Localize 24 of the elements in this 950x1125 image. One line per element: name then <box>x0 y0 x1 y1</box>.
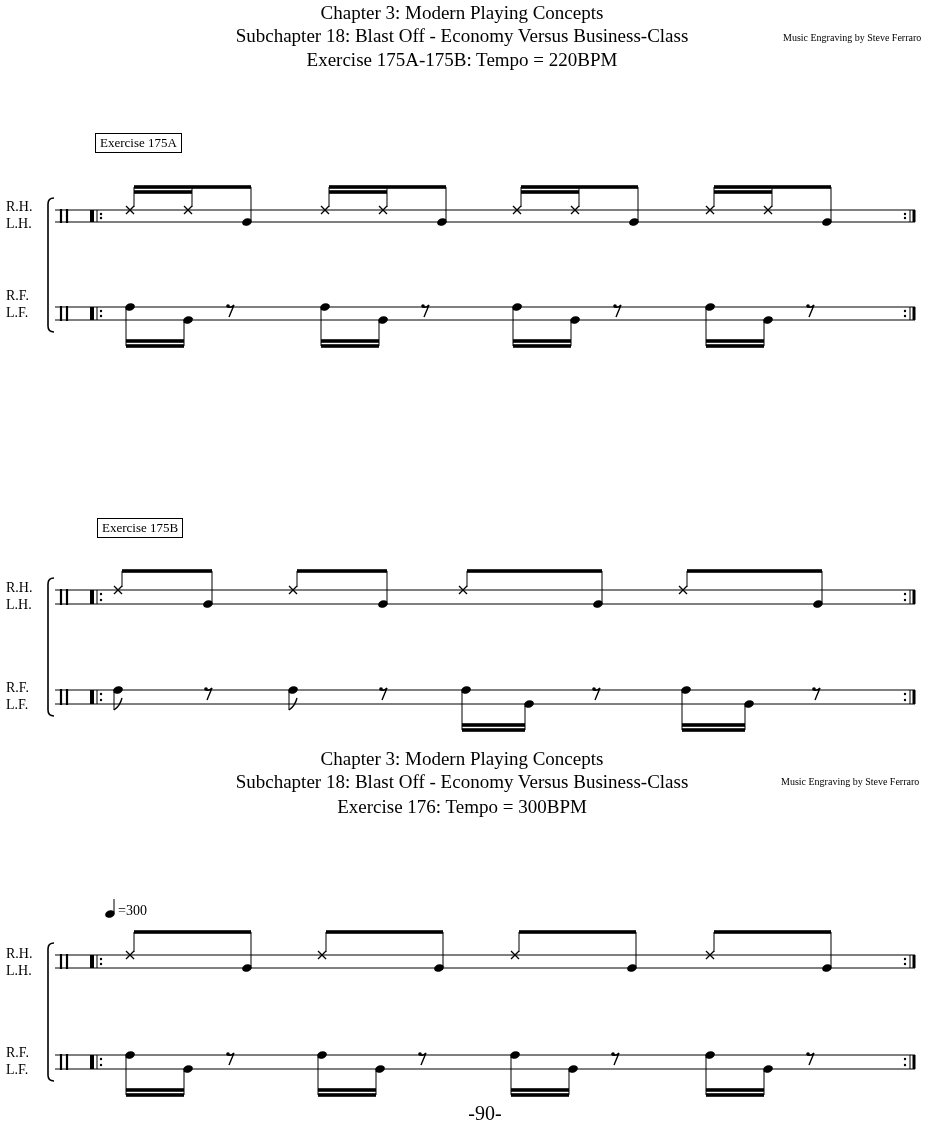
staff-label: L.H. <box>6 597 32 614</box>
exercise-label-box: Exercise 175B <box>97 518 184 538</box>
heading-text: Exercise 176: Tempo = 300BPM <box>336 796 588 818</box>
heading-text: Subchapter 18: Blast Off - Economy Versus Business-Class <box>234 25 690 47</box>
staff-label: L.H. <box>6 216 32 233</box>
exercise-label-box: Exercise 175A <box>95 133 182 153</box>
staff-label: R.F. <box>6 288 29 305</box>
staff-label: R.F. <box>6 680 29 697</box>
heading-text: Subchapter 18: Blast Off - Economy Versus Business-Class <box>234 771 690 793</box>
staff-label: R.H. <box>6 580 33 597</box>
credit-text: Music Engraving by Steve Ferraro <box>783 32 922 44</box>
heading-text: Exercise 175A-175B: Tempo = 220BPM <box>305 49 619 71</box>
staff-label: L.F. <box>6 1062 29 1079</box>
staff-label: L.F. <box>6 305 29 322</box>
staff-label: =300 <box>118 903 147 920</box>
staff-label: L.H. <box>6 963 32 980</box>
heading-text: Chapter 3: Modern Playing Concepts <box>319 2 605 24</box>
staff-label: R.F. <box>6 1045 29 1062</box>
page-number: -90- <box>467 1102 503 1125</box>
credit-text: Music Engraving by Steve Ferraro <box>781 776 920 788</box>
staff-label: L.F. <box>6 697 29 714</box>
staff-label: R.H. <box>6 199 33 216</box>
heading-text: Chapter 3: Modern Playing Concepts <box>319 748 605 770</box>
staff-label: R.H. <box>6 946 33 963</box>
